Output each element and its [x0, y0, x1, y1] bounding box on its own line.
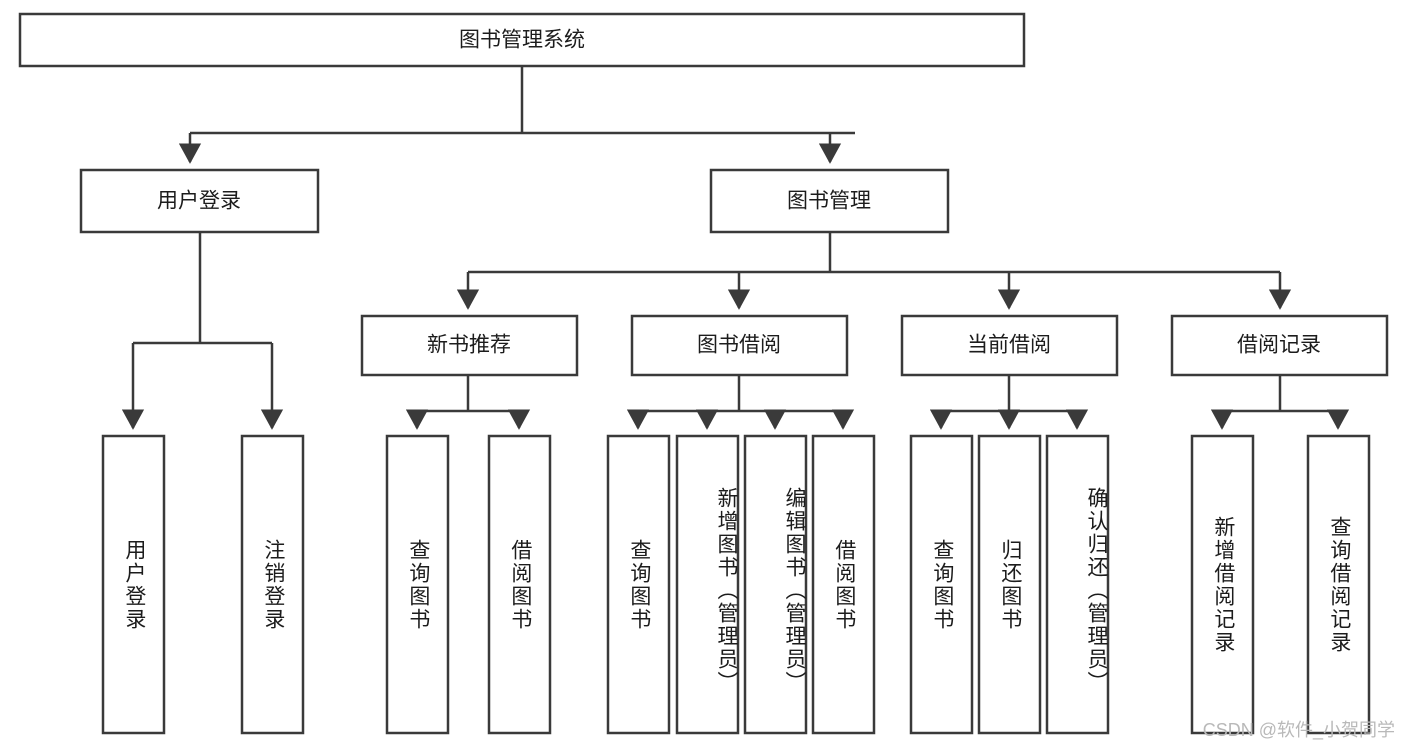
connector-bookmgmt-to-level3: [456, 233, 1292, 310]
leaf-new-book-1[interactable]: [487, 434, 552, 735]
node-borrow-record[interactable]: [1170, 314, 1389, 377]
node-user-login-label: 用户登录: [157, 190, 241, 213]
connector-userlogin-to-leaves: [121, 233, 284, 430]
leaf-book-borrow-3[interactable]: [811, 434, 876, 735]
node-root-label: 图书管理系统: [459, 29, 585, 52]
node-book-management[interactable]: [709, 168, 950, 234]
node-book-borrow[interactable]: [630, 314, 849, 377]
node-book-borrow-label: 图书借阅: [697, 334, 781, 357]
node-current-borrow-label: 当前借阅: [967, 334, 1051, 357]
leaf-current-borrow-1[interactable]: [977, 434, 1042, 735]
leaf-book-borrow-0[interactable]: [606, 434, 671, 735]
watermark-text: CSDN @软件_小贺同学: [1202, 720, 1395, 740]
leaf-user-login-0[interactable]: [101, 434, 166, 735]
leaf-new-book-0[interactable]: [385, 434, 450, 735]
node-root[interactable]: [18, 12, 1026, 68]
leaf-user-login-1[interactable]: [240, 434, 305, 735]
leaf-borrow-record-0[interactable]: [1190, 434, 1255, 735]
node-new-book-recommend-label: 新书推荐: [427, 334, 511, 357]
leaf-borrow-record-1[interactable]: [1306, 434, 1371, 735]
node-borrow-record-label: 借阅记录: [1237, 334, 1321, 357]
node-user-login[interactable]: [79, 168, 320, 234]
connector-bookborrow-to-leaves: [626, 376, 855, 430]
connector-root-to-level2: [178, 67, 855, 164]
connector-currentborrow-to-leaves: [929, 376, 1089, 430]
leaf-book-borrow-2[interactable]: [743, 434, 808, 735]
leaf-current-borrow-2[interactable]: [1045, 434, 1110, 735]
node-new-book-recommend[interactable]: [360, 314, 579, 377]
connector-borrowrecord-to-leaves: [1210, 376, 1350, 430]
connector-newbook-to-leaves: [405, 376, 531, 430]
node-book-management-label: 图书管理: [787, 190, 871, 213]
leaf-book-borrow-1[interactable]: [675, 434, 740, 735]
leaf-current-borrow-0[interactable]: [909, 434, 974, 735]
node-current-borrow[interactable]: [900, 314, 1119, 377]
